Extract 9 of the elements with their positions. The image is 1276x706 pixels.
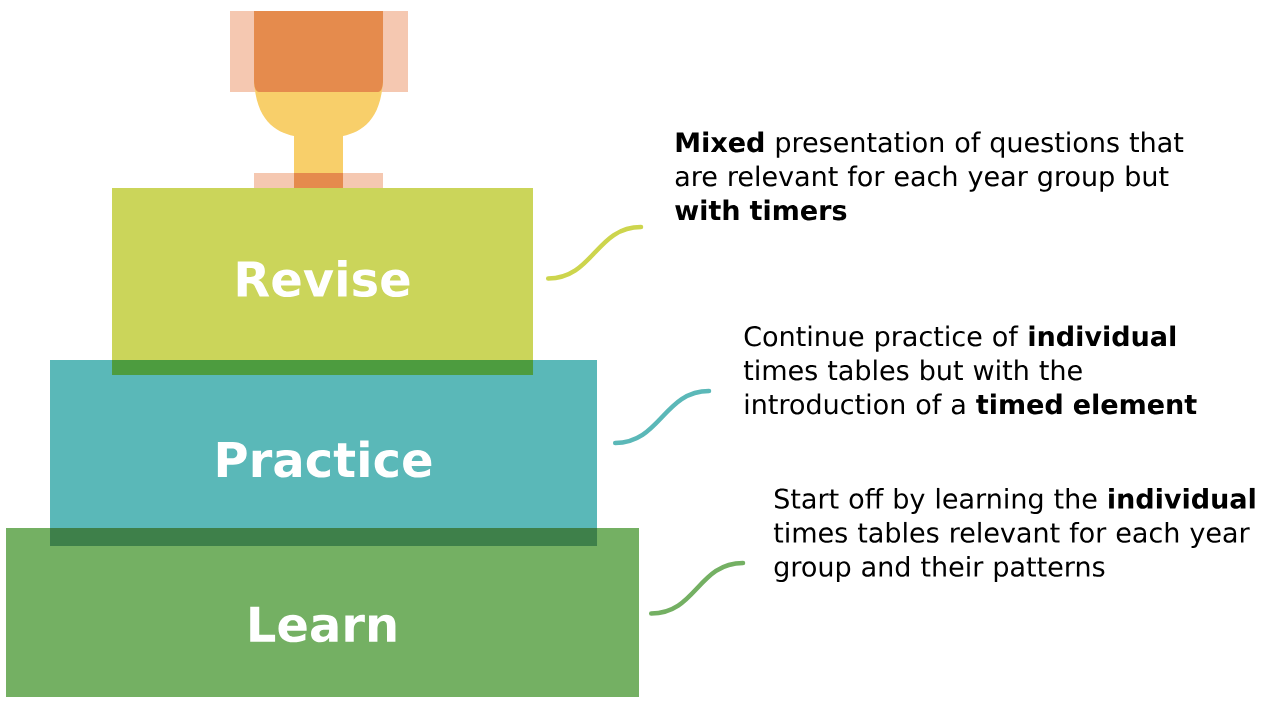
description-text: Mixed presentation of questions that are relevant for each year group but with timers bbox=[675, 131, 1184, 221]
leader-line bbox=[545, 224, 644, 281]
leader-line bbox=[612, 388, 712, 446]
description-text: Continue practice of individual times tables but with the introduction of a timed element bbox=[743, 325, 1197, 415]
step-box: Practice bbox=[50, 360, 597, 546]
step-box: Revise bbox=[112, 188, 533, 375]
description-text: Start off by learning the individual times tables relevant for each year group and their patterns bbox=[773, 487, 1255, 583]
step-box: Learn bbox=[6, 528, 639, 697]
leader-line bbox=[648, 560, 746, 616]
